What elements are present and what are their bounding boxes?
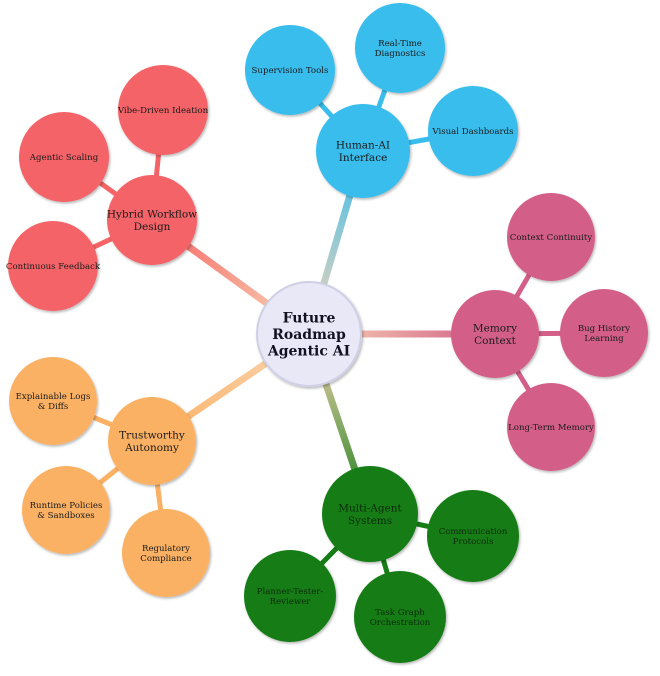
leaf-node-communication-label: Protocols (453, 537, 494, 547)
leaf-node-dashboards-label: Visual Dashboards (431, 127, 513, 137)
leaf-node-policies: Runtime Policies& Sandboxes (22, 466, 110, 554)
leaf-node-vibe: Vibe-Driven Ideation (117, 65, 209, 155)
branch-node-trustworthy-label: Autonomy (124, 442, 179, 454)
leaf-node-logs-label: & Diffs (38, 402, 69, 412)
leaf-node-vibe-bubble (118, 65, 208, 155)
branch-node-trustworthy-label: Trustworthy (119, 429, 185, 441)
leaf-node-regulatory-bubble (122, 509, 210, 597)
leaf-node-policies-label: Runtime Policies (30, 501, 103, 511)
leaf-node-scaling-bubble (19, 112, 109, 202)
leaf-node-continuity-bubble (507, 193, 595, 281)
leaf-node-feedback-label: Continuous Feedback (6, 262, 101, 272)
leaf-node-policies-label: & Sandboxes (37, 511, 94, 521)
leaf-node-long-term-label: Long-Term Memory (508, 423, 594, 433)
branch-node-hybrid-label: Design (134, 221, 171, 233)
leaf-node-dashboards-bubble (428, 86, 518, 176)
leaf-node-bug-history-label: Learning (584, 334, 624, 344)
branch-node-multi-agent-bubble (322, 466, 418, 562)
leaf-node-bug-history-bubble (560, 289, 648, 377)
leaf-node-scaling: Agentic Scaling (19, 112, 109, 202)
center-node-label: Agentic AI (267, 343, 350, 359)
center-node-label: Roadmap (272, 327, 346, 343)
leaf-node-logs: Explainable Logs& Diffs (9, 357, 97, 445)
branch-node-hybrid-bubble (107, 175, 197, 265)
leaf-node-diagnostics-label: Real-Time (378, 39, 422, 49)
branch-node-memory-label: Context (474, 335, 516, 347)
leaf-node-continuity-label: Context Continuity (510, 233, 593, 243)
leaf-node-long-term: Long-Term Memory (507, 383, 595, 471)
branch-node-memory-bubble (451, 290, 539, 378)
leaf-node-dashboards: Visual Dashboards (428, 86, 518, 176)
leaf-node-supervision-bubble (245, 25, 335, 115)
branch-node-multi-agent-label: Multi-Agent (338, 502, 402, 514)
leaf-node-planner: Planner-Tester-Reviewer (244, 550, 336, 642)
leaf-node-supervision: Supervision Tools (245, 25, 335, 115)
branch-node-multi-agent-label: Systems (348, 515, 392, 527)
leaf-node-planner-label: Reviewer (270, 597, 312, 607)
center-node-bubble (256, 281, 362, 387)
leaf-node-communication-label: Communication (439, 527, 508, 537)
leaf-node-logs-bubble (9, 357, 97, 445)
branch-node-human-ai-label: Human-AI (336, 139, 390, 151)
leaf-node-planner-bubble (244, 550, 336, 642)
leaf-node-diagnostics-label: Diagnostics (375, 49, 426, 59)
leaf-node-diagnostics-bubble (355, 3, 445, 93)
branch-node-human-ai-label: Interface (339, 152, 388, 164)
leaf-node-supervision-label: Supervision Tools (252, 66, 329, 76)
branch-node-memory-label: Memory (473, 322, 517, 334)
branch-node-human-ai-bubble (316, 104, 410, 198)
leaf-node-vibe-label: Vibe-Driven Ideation (117, 106, 209, 116)
leaf-node-feedback-bubble (8, 221, 98, 311)
leaf-node-long-term-bubble (507, 383, 595, 471)
branch-node-hybrid-label: Hybrid Workflow (107, 208, 197, 220)
leaf-node-policies-bubble (22, 466, 110, 554)
leaf-node-logs-label: Explainable Logs (16, 392, 91, 402)
center-node-label: Future (283, 310, 336, 326)
leaf-node-task-graph-label: Task Graph (375, 608, 425, 618)
leaf-node-regulatory-label: Regulatory (142, 544, 190, 554)
leaf-node-bug-history-label: Bug History (578, 324, 630, 334)
leaf-node-feedback: Continuous Feedback (6, 221, 101, 311)
leaf-node-task-graph-label: Orchestration (370, 618, 431, 628)
leaf-node-task-graph-bubble (354, 571, 446, 663)
leaf-node-continuity: Context Continuity (507, 193, 595, 281)
leaf-node-planner-label: Planner-Tester- (257, 587, 324, 597)
branch-node-trustworthy-bubble (108, 397, 196, 485)
leaf-node-regulatory-label: Compliance (140, 554, 191, 564)
leaf-node-communication-bubble (427, 490, 519, 582)
leaf-node-scaling-label: Agentic Scaling (29, 153, 99, 163)
mindmap-nodes: Supervision Tools Real-TimeDiagnosticsVis… (6, 3, 648, 663)
